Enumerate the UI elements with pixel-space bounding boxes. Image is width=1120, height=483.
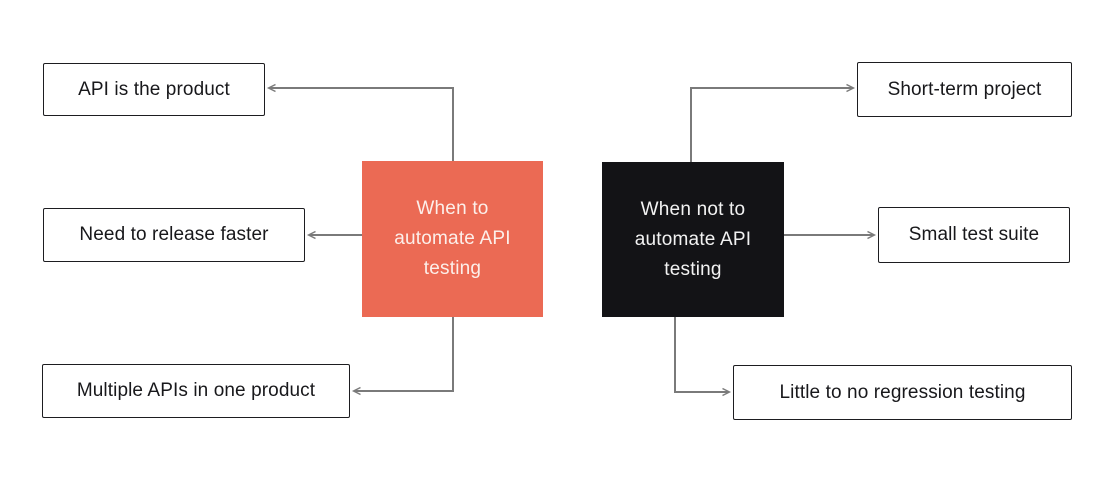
reason-api-is-the-product: API is the product [43, 63, 265, 116]
reason-little-to-no-regression-testing: Little to no regression testing [733, 365, 1072, 420]
hub-when-to-automate: When to automate API testing [362, 161, 543, 317]
connector-api-is-the-product [266, 83, 454, 161]
reason-need-to-release-faster: Need to release faster [43, 208, 305, 262]
hub-when-not-to-automate: When not to automate API testing [602, 162, 784, 317]
connector-short-term-project [690, 83, 856, 162]
reason-short-term-project: Short-term project [857, 62, 1072, 117]
connector-multiple-apis [351, 317, 454, 396]
reason-multiple-apis-in-one-product: Multiple APIs in one product [42, 364, 350, 418]
connector-little-regression [674, 317, 732, 397]
reason-small-test-suite: Small test suite [878, 207, 1070, 263]
